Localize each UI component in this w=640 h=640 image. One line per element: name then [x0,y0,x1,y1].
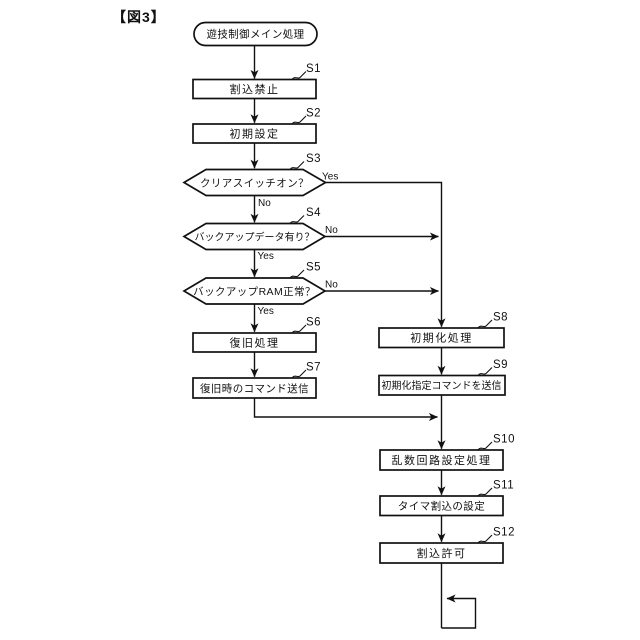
s6-process-shape [192,332,317,353]
s2-process-shape [192,123,317,144]
s2-label: 初期設定 [230,127,280,141]
s8-label: 初期化処理 [410,331,473,345]
s4-yes-label: Yes [258,251,274,262]
leader-s1 [291,71,307,80]
node-s9: 初期化指定コマンドを送信 [378,374,506,396]
node-s3: クリアスイッチオン？ [182,168,328,197]
connectors [250,45,477,629]
s5-yes-label: Yes [258,306,274,317]
node-s11: タイマ割込の設定 [379,495,504,517]
node-s10: 乱数回路設定処理 [379,449,504,471]
step-id-s8: S8 [493,312,508,324]
s6-label: 復旧処理 [230,337,280,350]
s4-no-label: No [325,225,338,236]
leader-s12 [477,534,493,544]
s3-no-label: No [258,198,271,209]
s3-label: クリアスイッチオン？ [200,178,309,190]
s11-process-shape [379,495,504,517]
branch-labels: Yes No No Yes No Yes [258,172,339,318]
step-id-s11: S11 [493,480,514,492]
step-id-s6: S6 [306,317,321,329]
leader-s11 [477,487,493,497]
s8-process-shape [378,327,505,349]
node-s8: 初期化処理 [378,327,505,349]
leader-s7 [291,369,307,379]
s10-label: 乱数回路設定処理 [392,453,492,467]
leader-s8 [477,319,493,329]
s10-process-shape [379,449,504,471]
node-s2: 初期設定 [192,123,317,144]
node-s7: 復旧時のコマンド送信 [192,377,317,399]
start-label: 遊技制御メイン処理 [206,28,304,41]
s11-label: タイマ割込の設定 [398,500,485,513]
s12-process-shape [379,542,504,564]
leader-s6 [291,324,307,334]
connector-main-loop [441,594,477,629]
node-s6: 復旧処理 [192,332,317,353]
start-terminal-shape [193,21,318,47]
node-start: 遊技制御メイン処理 [193,21,318,47]
step-id-s9: S9 [493,359,508,371]
node-s12: 割込許可 [379,542,504,564]
step-id-s4: S4 [306,207,321,219]
leader-s9 [477,367,493,376]
step-id-s5: S5 [306,262,321,274]
figure-number-label: 【図3】 [112,9,166,25]
s3-yes-label: Yes [322,172,338,183]
step-id-s10: S10 [493,434,515,446]
connector-s7-to-rightline [253,398,438,421]
s4-label: バックアップデータ有り？ [195,231,315,244]
s4-decision-shape [182,222,327,251]
step-id-labels: S1 S2 S3 S4 S5 S6 S7 S8 S9 S10 S11 S12 [289,63,515,544]
s1-label: 割込禁止 [230,82,280,96]
leader-s10 [477,441,493,451]
s12-label: 割込許可 [417,546,467,560]
s9-label: 初期化指定コマンドを送信 [382,379,502,392]
s5-label: バックアップRAM正常？ [193,285,316,298]
s5-no-label: No [325,280,338,291]
leader-s5 [289,269,305,279]
step-id-s1: S1 [306,63,321,75]
s7-label: 復旧時のコマンド送信 [200,382,309,395]
step-id-s12: S12 [493,527,515,539]
step-id-s3: S3 [306,153,321,165]
node-s4: バックアップデータ有り？ [182,222,327,251]
node-s5: バックアップRAM正常？ [182,277,327,305]
node-s1: 割込禁止 [192,78,317,100]
leader-s2 [291,115,307,125]
s1-process-shape [192,78,317,100]
connector-s3-yes-to-s8 [325,181,446,328]
s9-process-shape [378,374,506,396]
s5-decision-shape [182,277,327,305]
s7-process-shape [192,377,317,399]
s3-decision-shape [182,168,328,197]
leader-s3 [289,161,305,170]
leader-s4 [289,215,305,224]
step-id-s2: S2 [306,108,321,120]
step-id-s7: S7 [306,362,321,374]
